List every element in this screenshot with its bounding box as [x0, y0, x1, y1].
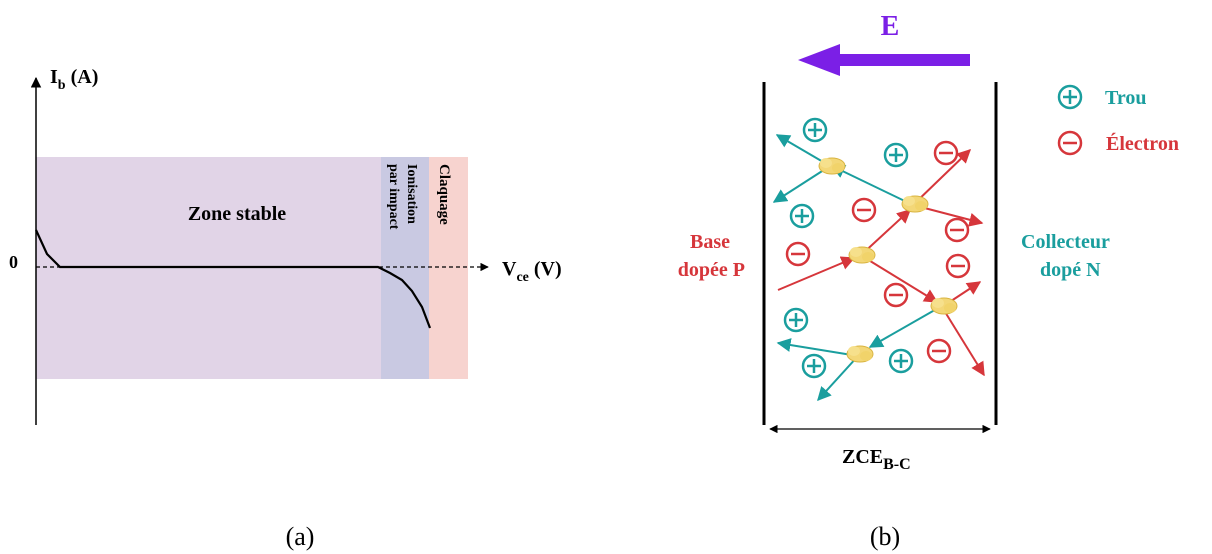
collision-event — [901, 195, 929, 213]
y-axis-label: Ib (A) — [50, 66, 98, 93]
zone-ionisation-region — [381, 157, 429, 379]
legend-hole-label: Trou — [1105, 87, 1147, 109]
collision-event — [846, 345, 874, 363]
zero-label: 0 — [9, 252, 18, 272]
hole-path — [830, 165, 914, 206]
panel-b: E ZCEB-C Base dopée P Collecteur dopé N … — [678, 11, 1179, 551]
hole-path — [817, 355, 859, 402]
base-label-2: dopée P — [678, 259, 745, 281]
field-label: E — [881, 11, 900, 42]
legend-hole-icon — [1057, 84, 1083, 110]
hole-symbol — [789, 203, 815, 229]
hole-symbol — [883, 142, 909, 168]
collector-label-2: dopé N — [1040, 259, 1101, 281]
electron-symbol — [944, 217, 970, 243]
hole-symbol — [802, 117, 828, 143]
zone-ionisation-label-2: par impact — [386, 164, 401, 230]
caption-b: (b) — [870, 522, 900, 551]
field-arrow — [798, 44, 970, 76]
legend-electron-icon — [1057, 130, 1083, 156]
zone-ionisation-label-1: Ionisation — [404, 164, 419, 224]
collision-event — [848, 246, 876, 264]
hole-symbol — [783, 307, 809, 333]
zone-breakdown-region — [429, 157, 468, 379]
electron-path — [912, 149, 972, 206]
electron-symbol — [933, 140, 959, 166]
collision-event — [818, 157, 846, 175]
base-label-1: Base — [690, 231, 730, 253]
legend-electron-label: Électron — [1106, 132, 1179, 155]
electron-symbol — [883, 282, 909, 308]
hole-symbol — [888, 348, 914, 374]
electron-path — [777, 256, 856, 291]
electron-path — [941, 306, 985, 377]
electron-symbol — [851, 197, 877, 223]
electron-path — [861, 255, 939, 303]
collision-event — [930, 297, 958, 315]
hole-trajectories — [772, 134, 941, 402]
zone-stable-label: Zone stable — [188, 203, 286, 225]
electron-symbol — [926, 338, 952, 364]
hole-path — [772, 165, 831, 203]
panel-a: Ib (A) Vce (V) 0 Zone stable Ionisation … — [9, 66, 562, 551]
hole-symbol — [801, 353, 827, 379]
hole-path — [776, 338, 859, 357]
zce-label: ZCEB-C — [842, 446, 911, 473]
collector-label-1: Collecteur — [1021, 231, 1110, 253]
x-axis-label: Vce (V) — [502, 258, 562, 285]
ib-curve — [35, 229, 432, 329]
caption-a: (a) — [286, 522, 315, 551]
zone-breakdown-label: Claquage — [436, 164, 452, 225]
electron-symbol — [945, 253, 971, 279]
hole-path — [868, 306, 941, 348]
electron-symbol — [785, 241, 811, 267]
